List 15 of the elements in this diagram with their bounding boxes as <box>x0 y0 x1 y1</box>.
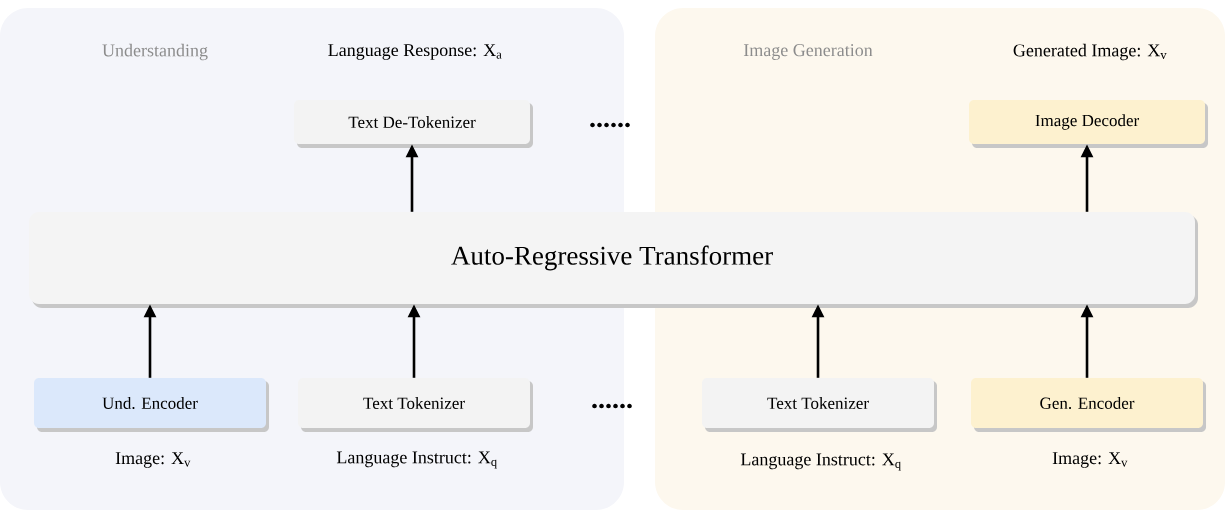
io-label: Language Instruct: X$_{q}$ <box>336 451 497 469</box>
module-box: Und. Encoder <box>34 378 269 432</box>
io-label: Language Response: X$_{a}$ <box>328 44 502 60</box>
module-box: Text De-Tokenizer <box>294 100 533 148</box>
io-label: Image: X$_{v}$ <box>115 452 191 468</box>
panel-title: Image Generation <box>743 44 873 60</box>
module-box: Text Tokenizer <box>298 378 533 432</box>
io-label: Generated Image: X$_{v}$ <box>1013 43 1167 61</box>
transformer-box: Auto-Regressive Transformer <box>29 212 1198 308</box>
panel-title: Understanding <box>102 43 208 61</box>
module-box: Image Decoder <box>969 100 1208 148</box>
module-box: Text Tokenizer <box>702 378 937 432</box>
io-label: Image: X$_{v}$ <box>1052 452 1128 468</box>
module-box: Gen. Encoder <box>971 378 1206 432</box>
io-label: Language Instruct: X$_{q}$ <box>740 453 901 471</box>
